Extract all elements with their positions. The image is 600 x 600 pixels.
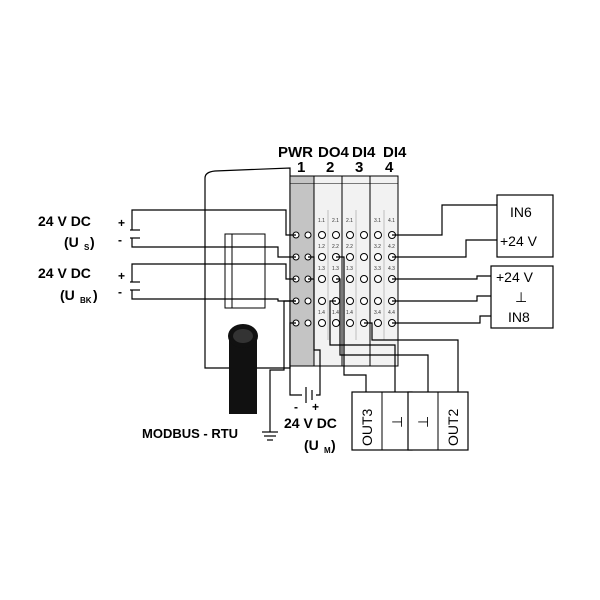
module-num-2: 2: [326, 159, 334, 176]
module-num-4: 4: [385, 159, 394, 176]
term-label: 1.2: [318, 244, 325, 250]
out2-ground-label: ⊥: [415, 416, 431, 428]
modbus-label: MODBUS - RTU: [142, 426, 238, 441]
term-label: 1.4: [318, 310, 325, 316]
module-headers: PWR DO4 DI4 DI4 1 2 3 4: [278, 144, 407, 176]
term-label: 2.2: [346, 244, 353, 250]
in8-ground-label: ⊥: [515, 289, 527, 305]
term-label: 4.1: [388, 218, 395, 224]
module-name-pwr: PWR: [278, 144, 313, 161]
ground-icon: [262, 300, 296, 441]
um-plus: +: [312, 400, 319, 414]
term-label: 1.3: [346, 266, 353, 272]
in6-box: [496, 194, 554, 258]
module-num-3: 3: [355, 159, 363, 176]
um-voltage-label: 24 V DC: [284, 415, 337, 431]
ubk-label: (U: [60, 287, 75, 303]
term-label: 1.1: [318, 218, 325, 224]
um-sub: M: [324, 446, 331, 455]
term-label: 3.3: [374, 266, 381, 272]
in8-supply-label: +24 V: [496, 269, 534, 285]
term-label: 3.1: [374, 218, 381, 224]
in8-label: IN8: [508, 309, 530, 325]
ubk-sub: BK: [80, 296, 92, 305]
module-name-do4: DO4: [318, 144, 350, 161]
term-label: 4.4: [388, 310, 395, 316]
us-plus: +: [118, 216, 125, 230]
um-close: ): [331, 437, 336, 453]
module-name-di4-a: DI4: [352, 144, 376, 161]
term-label: 2.1: [346, 218, 353, 224]
term-label: 3.4: [374, 310, 381, 316]
term-label: 2.2: [332, 244, 339, 250]
coupler-slot: [224, 233, 266, 309]
us-close: ): [90, 234, 95, 250]
field-wiring: [329, 204, 497, 392]
term-label: 3.2: [374, 244, 381, 250]
terminal-labels: 1.1 1.2 1.3 1.4 2.1 2.2 1.3 1.4 2.1 2.2 …: [318, 218, 395, 316]
um-minus: -: [294, 400, 298, 414]
pwr-module: [289, 182, 315, 367]
term-label: 1.4: [346, 310, 353, 316]
in6-label: IN6: [510, 204, 532, 220]
module-name-di4-b: DI4: [383, 144, 407, 161]
term-label: 2.1: [332, 218, 339, 224]
us-voltage-label: 24 V DC: [38, 213, 91, 229]
in8-box: [490, 265, 554, 329]
term-label: 1.3: [332, 266, 339, 272]
ubk-close: ): [93, 287, 98, 303]
out3-ground-label: ⊥: [389, 416, 405, 428]
term-label: 4.2: [388, 244, 395, 250]
ubk-voltage-label: 24 V DC: [38, 265, 91, 281]
us-label: (U: [64, 234, 79, 250]
ubk-plus: +: [118, 269, 125, 283]
supply-us: [130, 209, 296, 258]
out3-label: OUT3: [359, 408, 375, 446]
us-minus: -: [118, 233, 122, 247]
term-label: 1.4: [332, 310, 339, 316]
supply-um: [289, 256, 321, 403]
term-label: 4.3: [388, 266, 395, 272]
terminal-points: [292, 231, 396, 327]
modbus-cable: [229, 336, 257, 414]
ubk-minus: -: [118, 285, 122, 299]
us-sub: S: [84, 243, 90, 252]
out2-label: OUT2: [445, 408, 461, 446]
um-label: (U: [304, 437, 319, 453]
in6-supply-label: +24 V: [500, 233, 538, 249]
term-label: 1.3: [318, 266, 325, 272]
io-module-stack: [289, 175, 399, 367]
module-num-1: 1: [297, 159, 305, 176]
